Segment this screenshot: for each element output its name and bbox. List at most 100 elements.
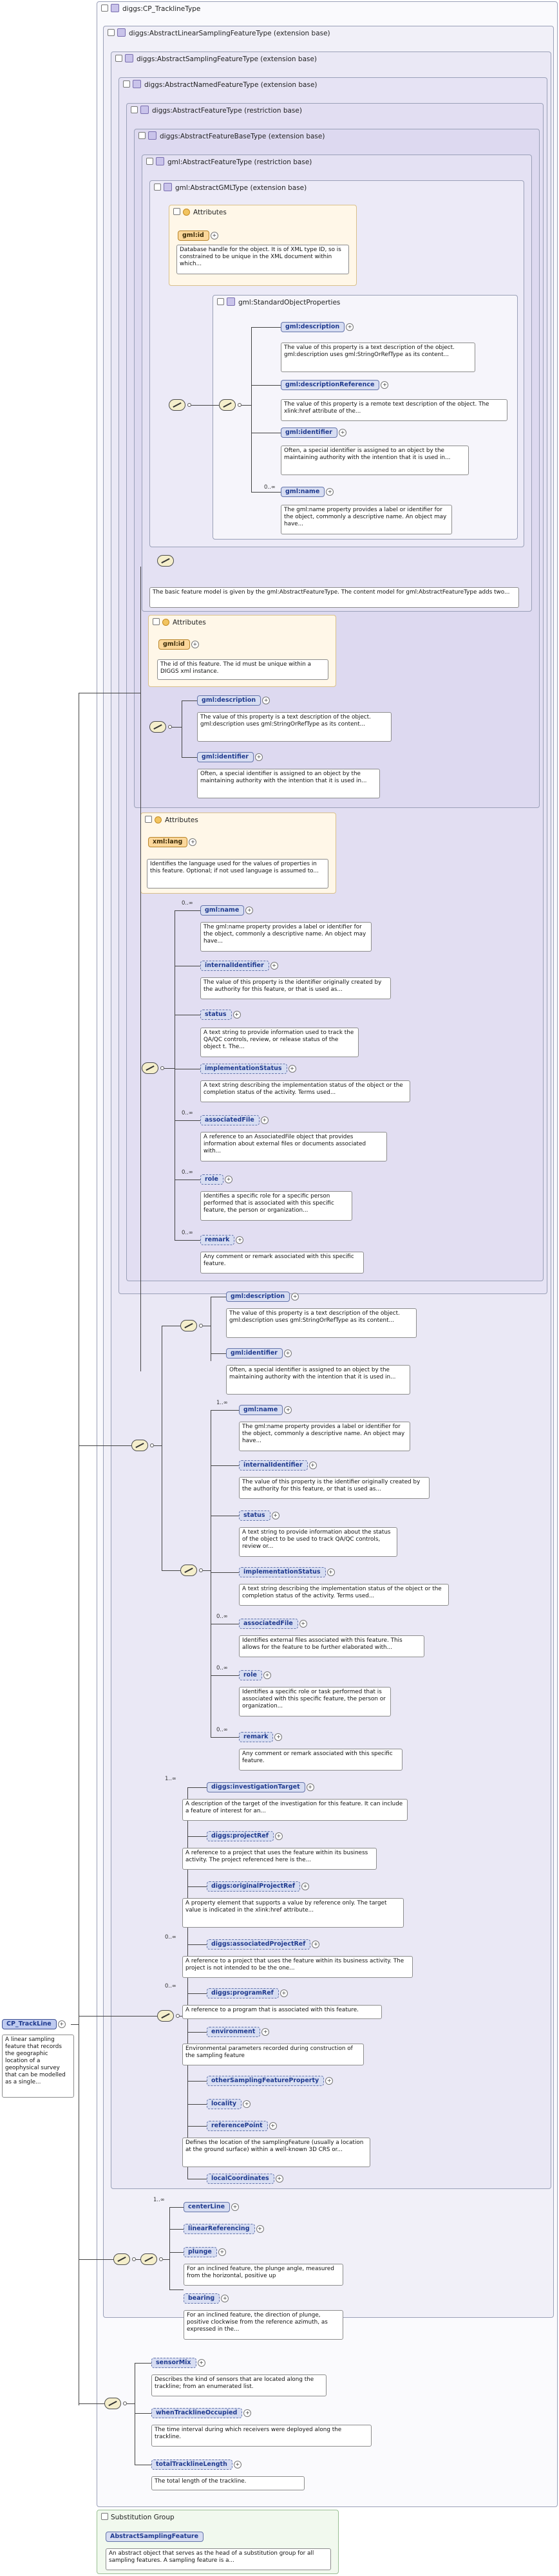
expand-icon[interactable]: + — [288, 1065, 296, 1073]
collapse-icon[interactable] — [145, 816, 152, 823]
expand-icon[interactable]: + — [210, 232, 218, 240]
expand-icon[interactable]: + — [233, 2461, 242, 2468]
program-ref-node[interactable]: diggs:programRef+ — [207, 1988, 288, 1998]
expand-icon[interactable]: + — [197, 2359, 205, 2367]
project-ref-node[interactable]: diggs:projectRef+ — [207, 1831, 283, 1841]
expand-icon[interactable]: + — [284, 1349, 292, 1357]
expand-icon[interactable]: + — [327, 1568, 335, 1576]
sensor-mix-node[interactable]: sensorMix+ — [151, 2358, 205, 2368]
remark-node[interactable]: remark+ — [200, 1235, 244, 1245]
inherited-gml-name-node[interactable]: gml:name+ — [239, 1405, 292, 1415]
locality-node[interactable]: locality+ — [207, 2099, 251, 2109]
environment-node[interactable]: environment+ — [207, 2027, 270, 2037]
expand-icon[interactable]: + — [224, 1176, 232, 1183]
gml-description-node[interactable]: gml:description+ — [281, 322, 354, 332]
expand-icon[interactable]: + — [231, 2203, 240, 2211]
expand-icon[interactable]: + — [256, 2225, 264, 2233]
expand-icon[interactable]: + — [326, 488, 334, 496]
investigation-target-node[interactable]: diggs:investigationTarget+ — [207, 1782, 314, 1792]
inherited-implementation-status-node[interactable]: implementationStatus+ — [239, 1567, 335, 1577]
inherited-status-node[interactable]: status+ — [239, 1510, 280, 1521]
collapse-icon[interactable] — [154, 183, 161, 191]
inherited-gml-description-node[interactable]: gml:description+ — [226, 1292, 299, 1302]
inherited-gml-identifier-node[interactable]: gml:identifier+ — [226, 1348, 292, 1359]
when-trackline-occupied-node[interactable]: whenTracklineOccupied+ — [151, 2408, 252, 2418]
expand-icon[interactable]: + — [261, 2028, 270, 2036]
expand-icon[interactable]: + — [346, 323, 354, 331]
restricted-gml-identifier-node[interactable]: gml:identifier+ — [197, 752, 263, 762]
expand-icon[interactable]: + — [236, 1236, 244, 1244]
other-sampling-feature-property-node[interactable]: otherSamplingFeatureProperty+ — [207, 2076, 334, 2086]
expand-icon[interactable]: + — [339, 429, 346, 437]
expand-icon[interactable]: + — [308, 1462, 317, 1469]
expand-icon[interactable]: + — [291, 1293, 299, 1301]
collapse-icon[interactable] — [131, 106, 138, 113]
expand-icon[interactable]: + — [274, 1832, 283, 1840]
inherited-role-node[interactable]: role+ — [239, 1670, 271, 1680]
expand-icon[interactable]: + — [284, 1406, 292, 1414]
collapse-icon[interactable] — [138, 132, 146, 139]
expand-icon[interactable]: + — [221, 2295, 229, 2302]
cp-trackline-root-node[interactable]: CP_TrackLine+ — [2, 2019, 66, 2029]
inherited-remark-node[interactable]: remark+ — [239, 1732, 283, 1742]
associated-project-ref-node[interactable]: diggs:associatedProjectRef+ — [207, 1939, 320, 1950]
collapse-icon[interactable] — [108, 29, 115, 36]
expand-icon[interactable]: + — [262, 697, 270, 704]
associated-file-node[interactable]: associatedFile+ — [200, 1115, 269, 1125]
reference-point-node[interactable]: referencePoint+ — [207, 2121, 277, 2131]
collapse-icon[interactable] — [101, 5, 108, 12]
linear-referencing-node[interactable]: linearReferencing+ — [184, 2224, 264, 2234]
expand-icon[interactable]: + — [243, 2100, 251, 2108]
expand-icon[interactable]: + — [243, 2409, 252, 2417]
expand-icon[interactable]: + — [271, 1512, 280, 1519]
original-project-ref-node[interactable]: diggs:originalProjectRef+ — [207, 1881, 310, 1892]
expand-icon[interactable]: + — [263, 1671, 271, 1679]
expand-icon[interactable]: + — [189, 838, 197, 846]
bearing-node[interactable]: bearing+ — [184, 2293, 229, 2304]
internal-identifier-node[interactable]: internalIdentifier+ — [200, 961, 278, 971]
gml-identifier-node[interactable]: gml:identifier+ — [281, 428, 346, 438]
inherited-associated-file-node[interactable]: associatedFile+ — [239, 1619, 307, 1629]
collapse-icon[interactable] — [173, 208, 180, 215]
implementation-status-node[interactable]: implementationStatus+ — [200, 1064, 296, 1074]
xml-lang-attribute[interactable]: xml:lang+ — [148, 837, 197, 847]
expand-icon[interactable]: + — [325, 2077, 334, 2085]
restricted-gml-description-node[interactable]: gml:description+ — [197, 695, 270, 706]
named-gml-name-node[interactable]: gml:name+ — [200, 905, 254, 916]
expand-icon[interactable]: + — [312, 1941, 320, 1948]
expand-icon[interactable]: + — [255, 753, 263, 761]
restricted-gml-id-attribute[interactable]: gml:id+ — [158, 639, 199, 650]
expand-icon[interactable]: + — [270, 962, 278, 970]
abstract-sampling-feature-node[interactable]: AbstractSamplingFeature — [106, 2532, 204, 2542]
local-coordinates-node[interactable]: localCoordinates+ — [207, 2174, 283, 2184]
expand-icon[interactable]: + — [299, 1620, 307, 1628]
expand-icon[interactable]: + — [274, 1733, 283, 1741]
collapse-icon[interactable] — [146, 158, 153, 165]
expand-icon[interactable]: + — [218, 2248, 226, 2256]
expand-icon[interactable]: + — [245, 907, 254, 914]
role-node[interactable]: role+ — [200, 1174, 232, 1185]
plunge-node[interactable]: plunge+ — [184, 2247, 226, 2257]
collapse-icon[interactable] — [115, 55, 122, 62]
expand-icon[interactable]: + — [232, 1011, 241, 1019]
status-node[interactable]: status+ — [200, 1010, 241, 1020]
expand-icon[interactable]: + — [57, 2020, 66, 2028]
collapse-icon[interactable] — [217, 298, 224, 305]
expand-icon[interactable]: + — [381, 381, 389, 389]
expand-icon[interactable]: + — [275, 2175, 283, 2183]
center-line-node[interactable]: centerLine+ — [184, 2202, 240, 2212]
gml-name-node[interactable]: gml:name+ — [281, 487, 334, 497]
expand-icon[interactable]: + — [191, 641, 199, 648]
gml-description-reference-node[interactable]: gml:descriptionReference+ — [281, 380, 389, 390]
collapse-icon[interactable] — [123, 80, 130, 88]
inherited-internal-identifier-node[interactable]: internalIdentifier+ — [239, 1460, 317, 1471]
expand-icon[interactable]: + — [301, 1883, 310, 1890]
expand-icon[interactable]: + — [280, 1989, 288, 1997]
collapse-icon[interactable] — [101, 2513, 108, 2520]
total-trackline-length-node[interactable]: totalTracklineLength+ — [151, 2459, 242, 2470]
expand-icon[interactable]: + — [269, 2122, 277, 2130]
expand-icon[interactable]: + — [260, 1116, 269, 1124]
gml-id-attribute[interactable]: gml:id+ — [178, 230, 218, 241]
collapse-icon[interactable] — [153, 618, 160, 625]
expand-icon[interactable]: + — [306, 1783, 314, 1791]
